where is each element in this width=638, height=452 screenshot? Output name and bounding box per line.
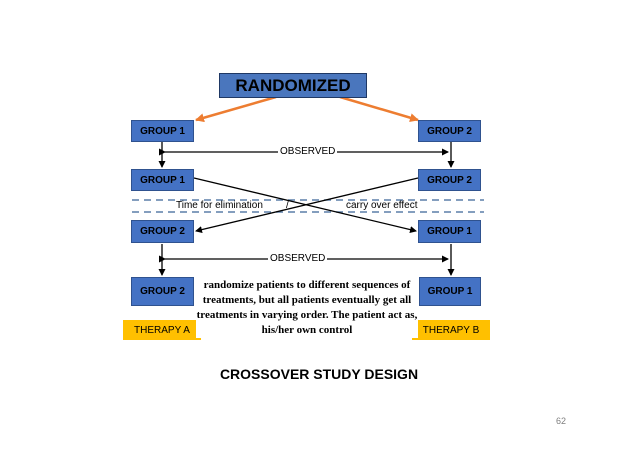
observed-top-label: OBSERVED: [278, 146, 338, 157]
right-group-box-3: GROUP 1: [418, 220, 481, 243]
right-group-box-2: GROUP 2: [418, 169, 481, 191]
diagram-caption: CROSSOVER STUDY DESIGN: [219, 366, 419, 382]
therapy-a-label: THERAPY A: [134, 324, 190, 336]
washout-label-left: Time for elimination: [176, 200, 263, 211]
note-line-1: randomize patients to different sequence…: [203, 279, 411, 291]
therapy-b-label: THERAPY B: [422, 324, 480, 336]
left-group-box-4: GROUP 2: [131, 277, 194, 306]
left-group-label-3: GROUP 2: [140, 226, 185, 237]
randomize-arrow-left: [195, 95, 277, 123]
randomized-box: RANDOMIZED: [219, 73, 367, 98]
randomized-label: RANDOMIZED: [235, 75, 351, 95]
therapy-a-box: THERAPY A: [123, 320, 201, 340]
left-group-label-2: GROUP 1: [140, 174, 185, 186]
note-line-3: treatments in varying order. The patient…: [196, 309, 418, 321]
left-group-box-1: GROUP 1: [131, 120, 194, 142]
page-number: 62: [556, 416, 567, 426]
explanation-note: randomize patients to different sequence…: [196, 278, 418, 338]
left-group-label-1: GROUP 1: [140, 125, 185, 137]
washout-label-sep: /: [286, 200, 289, 211]
right-group-box-1: GROUP 2: [418, 120, 481, 142]
right-group-label-4: GROUP 1: [427, 286, 473, 297]
note-line-2: treatments, but all patients eventually …: [202, 294, 412, 306]
right-group-label-2: GROUP 2: [427, 174, 472, 186]
observed-bottom-label: OBSERVED: [268, 253, 328, 264]
therapy-b-box: THERAPY B: [412, 320, 490, 340]
randomize-arrow-right: [339, 95, 419, 123]
cross-arrow-right-to-left: [195, 177, 419, 234]
right-group-box-4: GROUP 1: [419, 277, 481, 306]
right-group-label-1: GROUP 2: [427, 125, 472, 137]
note-line-4: his/her own control: [261, 324, 353, 336]
right-group-label-3: GROUP 1: [427, 226, 472, 237]
left-group-box-3: GROUP 2: [131, 220, 194, 243]
left-group-box-2: GROUP 1: [131, 169, 194, 191]
washout-label-right: carry over effect: [346, 200, 418, 211]
left-group-label-4: GROUP 2: [140, 286, 185, 297]
